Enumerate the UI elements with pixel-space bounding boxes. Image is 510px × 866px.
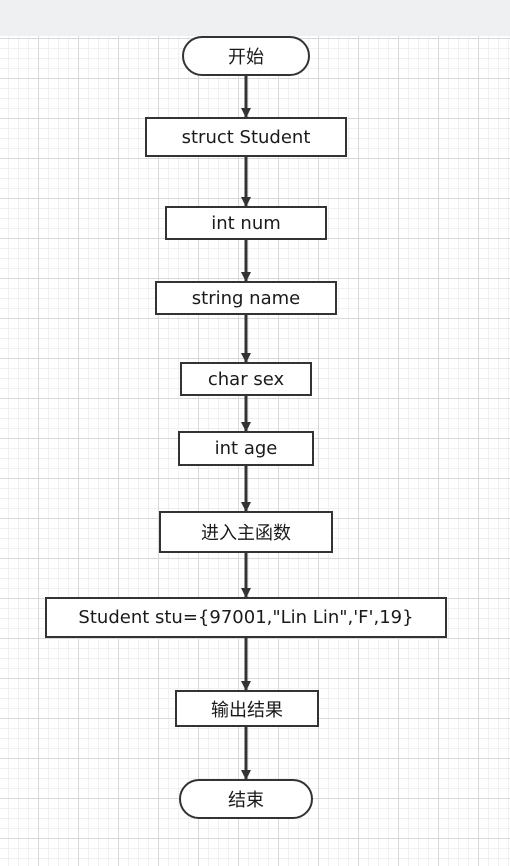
output-result-node[interactable]: 输出结果 bbox=[175, 690, 319, 727]
student-init-node[interactable]: Student stu={97001,"Lin Lin",'F',19} bbox=[45, 597, 447, 638]
int-age-node[interactable]: int age bbox=[178, 431, 314, 466]
enter-main-node[interactable]: 进入主函数 bbox=[159, 511, 333, 553]
char-sex-node[interactable]: char sex bbox=[180, 362, 312, 396]
string-name-node[interactable]: string name bbox=[155, 281, 337, 315]
struct-student-node[interactable]: struct Student bbox=[145, 117, 347, 157]
int-num-node[interactable]: int num bbox=[165, 206, 327, 240]
start-node[interactable]: 开始 bbox=[182, 36, 310, 76]
end-node[interactable]: 结束 bbox=[179, 779, 313, 819]
canvas-top-bar bbox=[0, 0, 510, 36]
